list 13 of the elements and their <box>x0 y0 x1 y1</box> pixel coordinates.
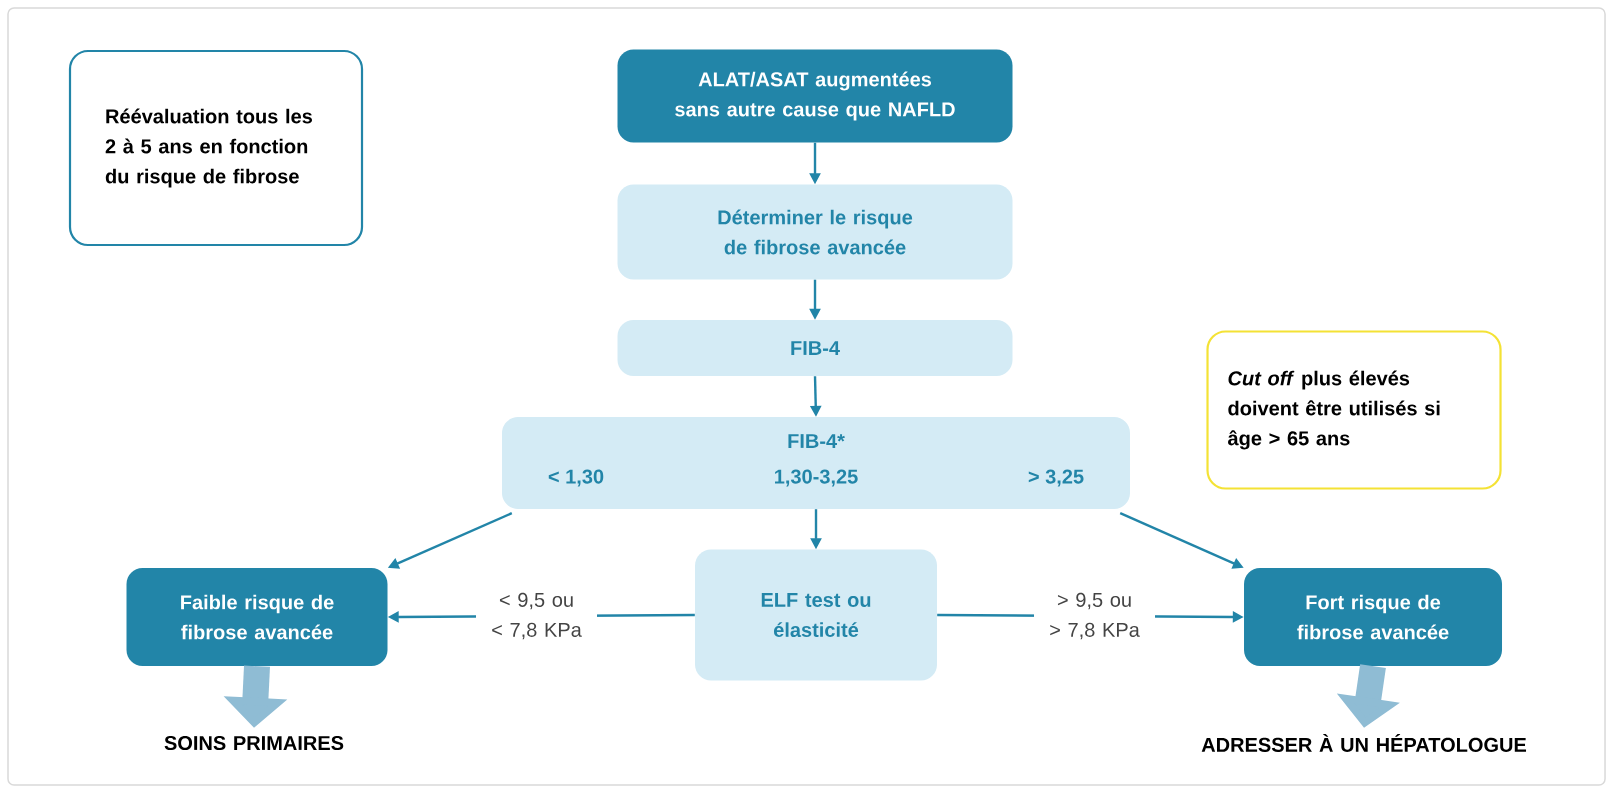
process-box: FIB-4 <box>617 320 1013 376</box>
outcome-text: ADRESSER À UN HÉPATOLOGUE <box>1201 734 1527 752</box>
note-box: Cut off plus élevés doivent être utilisés si âge > 65 ans <box>1206 330 1502 490</box>
outcome-text: SOINS PRIMAIRES <box>164 735 344 751</box>
note-box: Réévaluation tous les 2 à 5 ans en fonction du risque de fibrose <box>68 49 364 247</box>
process-box: ELF test ou élasticité <box>695 549 937 681</box>
process-box: Fort risque de fibrose avancée <box>1244 568 1502 666</box>
threshold-box: FIB-4* < 1,30 1,30-3,25 > 3,25 <box>502 417 1130 509</box>
process-box: Faible risque de fibrose avancée <box>126 568 388 666</box>
edge-label: < 9,5 ou < 7,8 KPa <box>476 589 597 643</box>
process-box: ALAT/ASAT augmentées sans autre cause que NAFLD <box>617 49 1013 143</box>
process-box: Déterminer le risque de fibrose avancée <box>617 184 1013 280</box>
edge-label: > 9,5 ou > 7,8 KPa <box>1034 589 1155 643</box>
